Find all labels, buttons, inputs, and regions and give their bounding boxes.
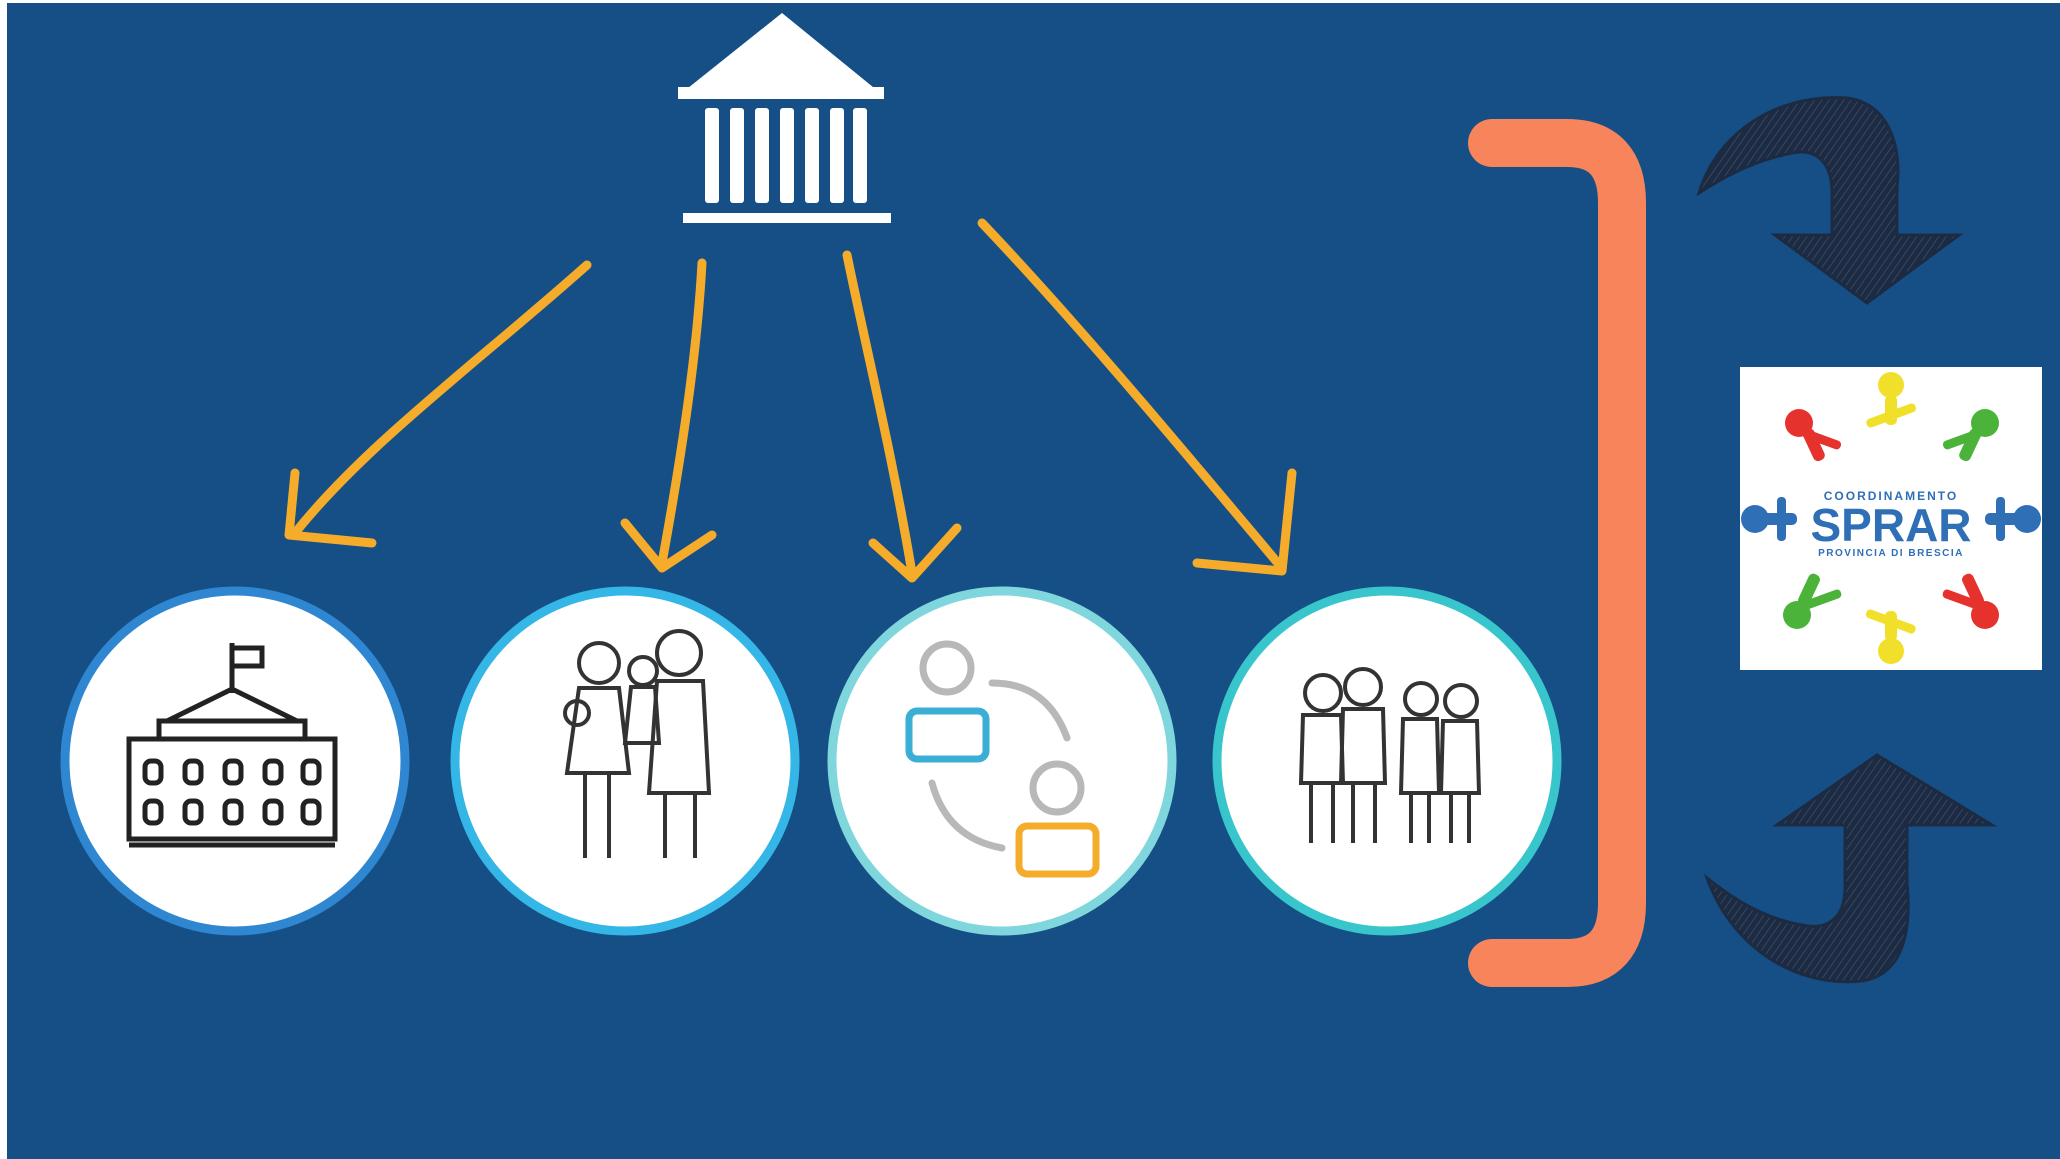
logo-figure-green-top xyxy=(1942,409,1999,462)
logo-figure-blue-right xyxy=(1985,497,2041,541)
logo-main-text: SPRAR xyxy=(1810,499,1971,551)
arrow-to-family xyxy=(620,258,717,573)
logo-figure-blue-left xyxy=(1741,497,1797,541)
circle-town-hall xyxy=(60,586,410,936)
circle-people-exchange xyxy=(827,586,1177,936)
family-icon xyxy=(563,629,712,858)
government-building-icon xyxy=(678,13,891,223)
logo-figure-yellow-top xyxy=(1866,372,1917,428)
curved-arrow-up-icon xyxy=(1703,753,1998,984)
logo-figure-red-bottom xyxy=(1942,573,1999,629)
logo-figure-green-bottom xyxy=(1783,573,1842,629)
group-of-people-icon xyxy=(1298,667,1482,843)
orange-bracket xyxy=(1468,119,1646,987)
circle-family xyxy=(450,586,800,936)
town-hall-icon xyxy=(126,643,338,848)
diagram-canvas: COORDINAMENTO SPRAR PROVINCIA DI BRESCIA xyxy=(7,3,2060,1159)
curved-arrow-down-icon xyxy=(1696,96,1964,305)
sprar-logo: COORDINAMENTO SPRAR PROVINCIA DI BRESCIA xyxy=(1740,367,2042,670)
arrow-to-town-hall xyxy=(284,260,592,548)
circle-group-of-people xyxy=(1212,586,1562,936)
logo-figure-yellow-bottom xyxy=(1865,609,1916,664)
logo-bottom-text: PROVINCIA DI BRESCIA xyxy=(1818,548,1964,559)
logo-top-text: COORDINAMENTO xyxy=(1824,489,1958,503)
arrow-to-group xyxy=(977,218,1297,576)
diagram-svg: COORDINAMENTO SPRAR PROVINCIA DI BRESCIA xyxy=(60,13,2042,987)
people-exchange-icon xyxy=(905,640,1100,878)
logo-figure-red-top xyxy=(1785,409,1842,462)
arrow-to-exchange xyxy=(842,250,962,583)
